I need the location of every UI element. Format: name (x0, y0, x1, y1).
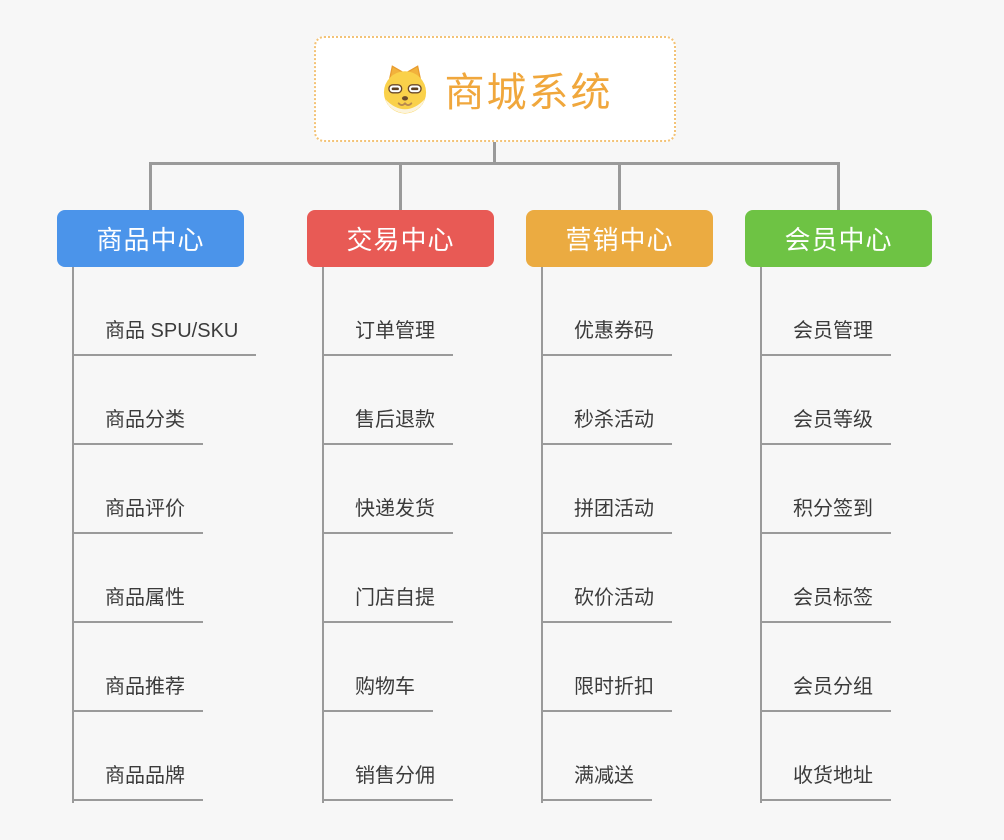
branch-node-1[interactable]: 交易中心 (307, 210, 494, 267)
connector-child-trunk (72, 267, 74, 803)
child-node[interactable]: 商品属性 (72, 585, 203, 623)
child-node[interactable]: 砍价活动 (541, 585, 672, 623)
child-node[interactable]: 商品 SPU/SKU (72, 318, 257, 356)
root-title: 商城系统 (444, 71, 613, 115)
child-node[interactable]: 售后退款 (322, 407, 453, 445)
child-node[interactable]: 购物车 (322, 674, 433, 712)
branch-node-2[interactable]: 营销中心 (526, 210, 713, 267)
child-node[interactable]: 会员标签 (760, 585, 891, 623)
child-node[interactable]: 商品推荐 (72, 674, 203, 712)
child-node[interactable]: 满减送 (541, 763, 652, 801)
child-node[interactable]: 商品分类 (72, 407, 203, 445)
child-node[interactable]: 优惠券码 (541, 318, 672, 356)
connector-branch-drop (399, 165, 402, 210)
child-node[interactable]: 会员分组 (760, 674, 891, 712)
dog-face-icon (383, 65, 426, 114)
child-node[interactable]: 会员管理 (760, 318, 891, 356)
child-node[interactable]: 限时折扣 (541, 674, 672, 712)
connector-branch-drop (837, 165, 840, 210)
connector-child-trunk (541, 267, 543, 803)
child-node[interactable]: 拼团活动 (541, 496, 672, 534)
connector-child-trunk (322, 267, 324, 803)
child-node[interactable]: 门店自提 (322, 585, 453, 623)
connector-child-trunk (760, 267, 762, 803)
child-node[interactable]: 会员等级 (760, 407, 891, 445)
child-node[interactable]: 快递发货 (322, 496, 453, 534)
connector-branch-drop (149, 165, 152, 210)
branch-node-0[interactable]: 商品中心 (57, 210, 244, 267)
connector-branch-drop (618, 165, 621, 210)
child-node[interactable]: 商品品牌 (72, 763, 203, 801)
child-node[interactable]: 商品评价 (72, 496, 203, 534)
child-node[interactable]: 订单管理 (322, 318, 453, 356)
connector-horizontal (149, 162, 840, 165)
connector-root-drop (493, 142, 496, 163)
branch-node-3[interactable]: 会员中心 (745, 210, 932, 267)
child-node[interactable]: 销售分佣 (322, 763, 453, 801)
child-node[interactable]: 积分签到 (760, 496, 891, 534)
child-node[interactable]: 秒杀活动 (541, 407, 672, 445)
root-node-mall-system[interactable]: 商城系统 (314, 36, 676, 142)
child-node[interactable]: 收货地址 (760, 763, 891, 801)
